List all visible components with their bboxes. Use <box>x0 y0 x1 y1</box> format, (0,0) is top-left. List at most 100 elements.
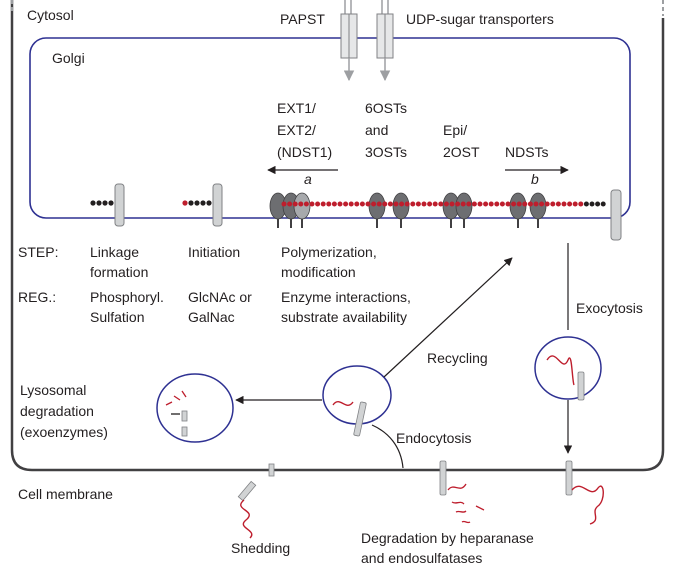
heparan-sugar-bead <box>315 201 321 207</box>
cell-membrane-dashed-extension <box>11 0 664 16</box>
golgi-enzyme <box>392 192 410 228</box>
udp-sugar-transporter <box>376 0 394 82</box>
heparan-sugar-bead <box>533 201 539 207</box>
heparan-sugar-bead <box>382 201 388 207</box>
heparan-sugar-bead <box>320 201 326 207</box>
recycling-label: Recycling <box>427 350 488 366</box>
step-linkage-line2: formation <box>90 264 148 280</box>
linker-sugar-bead <box>600 201 606 207</box>
cell-membrane-label: Cell membrane <box>18 486 113 502</box>
ost-enzymes-label-line3: 3OSTs <box>365 144 407 160</box>
linkage-formation-proteoglycan <box>90 183 125 227</box>
heparan-sugar-bead <box>376 201 382 207</box>
heparan-sugar-bead <box>292 201 298 207</box>
heparan-sugar-bead <box>303 201 309 207</box>
polymerizing-core-protein <box>610 189 622 241</box>
linker-sugar-bead <box>595 201 601 207</box>
heparan-sugar-bead <box>488 201 494 207</box>
ndst-enzymes-label: NDSTs <box>505 144 549 160</box>
heparan-sugar-bead <box>331 201 337 207</box>
ost-enzymes-label-line2: and <box>365 122 388 138</box>
heparan-sugar-bead <box>399 201 405 207</box>
cell-membrane-outline <box>10 0 665 472</box>
heparan-sugar-bead <box>415 201 421 207</box>
endocytosis-label: Endocytosis <box>396 430 471 446</box>
heparan-sugar-bead <box>287 201 293 207</box>
polymerizing-heparan-chain <box>281 201 606 207</box>
initiation-proteoglycan <box>182 183 223 227</box>
heparan-sugar-bead <box>460 201 466 207</box>
heparan-sugar-bead <box>471 201 477 207</box>
heparan-sugar-bead <box>449 201 455 207</box>
endocytic-vesicle <box>322 365 392 437</box>
heparan-sugar-bead <box>516 201 522 207</box>
heparan-sugar-bead <box>539 201 545 207</box>
heparan-sugar-bead <box>438 201 444 207</box>
golgi-compartment <box>29 37 631 219</box>
heparan-sugar-bead <box>387 201 393 207</box>
heparan-sugar-bead <box>281 201 287 207</box>
heparan-sugar-bead <box>432 201 438 207</box>
step-polymerization-line2: modification <box>281 264 356 280</box>
golgi-enzyme <box>529 192 547 228</box>
step-header: STEP: <box>18 244 58 260</box>
ext-enzymes-label-line3: (NDST1) <box>277 144 332 160</box>
heparan-sugar-bead <box>499 201 505 207</box>
ost-enzymes-label-line1: 6OSTs <box>365 100 407 116</box>
reg-polymerization-line1: Enzyme interactions, <box>281 289 411 305</box>
lysosome <box>156 373 234 443</box>
degradation-label-line1: Degradation by heparanase <box>361 530 534 546</box>
endocytosis-arrow <box>371 424 404 469</box>
degradation-label-line2: and endosulfatases <box>361 550 482 566</box>
heparan-sugar-bead <box>427 201 433 207</box>
heparan-sugar-bead <box>404 201 410 207</box>
step-polymerization-line1: Polymerization, <box>281 244 377 260</box>
ext-enzymes-label-line1: EXT1/ <box>277 100 316 116</box>
step-initiation: Initiation <box>188 244 240 260</box>
reg-header: REG.: <box>18 289 56 305</box>
heparan-sugar-bead <box>483 201 489 207</box>
heparan-sugar-bead <box>505 201 511 207</box>
ext-enzymes-label-line2: EXT2/ <box>277 122 316 138</box>
heparan-sugar-bead <box>466 201 472 207</box>
shed-proteoglycan <box>237 480 257 539</box>
heparan-sugar-bead <box>309 201 315 207</box>
golgi-enzyme <box>455 192 473 228</box>
heparan-sugar-bead <box>443 201 449 207</box>
heparan-sugar-bead <box>578 201 584 207</box>
heparan-sugar-bead <box>494 201 500 207</box>
golgi-enzyme <box>368 192 386 228</box>
reg-initiation-line2: GalNac <box>188 309 235 325</box>
epi-enzymes-label-line2: 2OST <box>443 144 480 160</box>
reg-linkage-line1: Phosphoryl. <box>90 289 164 305</box>
heparan-sugar-bead <box>544 201 550 207</box>
epi-enzymes-label-line1: Epi/ <box>443 122 467 138</box>
heparan-sugar-bead <box>365 201 371 207</box>
heparan-sugar-bead <box>511 201 517 207</box>
heparan-sugar-bead <box>410 201 416 207</box>
heparan-sugar-bead <box>298 201 304 207</box>
arrow-a-label: a <box>304 171 312 187</box>
cell-surface-proteoglycan <box>565 460 604 525</box>
shedding-stub-in-membrane <box>268 463 275 477</box>
lysosomal-label-line2: degradation <box>20 403 94 419</box>
heparan-sugar-bead <box>326 201 332 207</box>
papst-transporter <box>340 0 358 82</box>
heparan-sugar-bead <box>348 201 354 207</box>
heparan-sugar-bead <box>343 201 349 207</box>
degrading-proteoglycan <box>439 460 485 524</box>
heparan-sugar-bead <box>421 201 427 207</box>
heparan-sugar-bead <box>550 201 556 207</box>
heparan-sugar-bead <box>477 201 483 207</box>
heparan-sugar-bead <box>527 201 533 207</box>
reg-initiation-line1: GlcNAc or <box>188 289 252 305</box>
linker-sugar-bead <box>589 201 595 207</box>
heparan-sugar-bead <box>393 201 399 207</box>
arrow-b-label: b <box>531 171 539 187</box>
lysosomal-label-line3: (exoenzymes) <box>20 424 108 440</box>
golgi-enzyme <box>293 192 311 228</box>
heparan-sugar-bead <box>359 201 365 207</box>
recycling-arrow <box>383 257 513 378</box>
linker-sugar-bead <box>583 201 589 207</box>
